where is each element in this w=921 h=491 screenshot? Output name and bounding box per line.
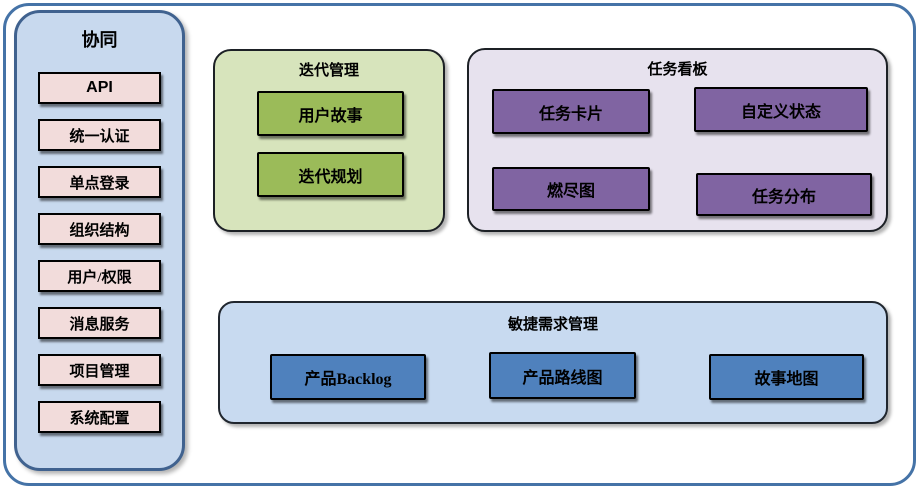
- iteration-management-panel: 迭代管理 用户故事 迭代规划: [213, 49, 445, 232]
- box-burndown-chart: 燃尽图: [492, 167, 650, 211]
- agile-requirements-panel: 敏捷需求管理 产品Backlog 产品路线图 故事地图: [218, 301, 888, 424]
- collaboration-panel-title: 协同: [81, 30, 118, 50]
- box-product-roadmap: 产品路线图: [489, 352, 636, 399]
- box-product-backlog: 产品Backlog: [270, 354, 426, 400]
- sidebar-item-message-service: 消息服务: [38, 307, 161, 339]
- collaboration-panel: 协同 API 统一认证 单点登录 组织结构 用户/权限 消息服务 项目管理 系统…: [14, 10, 185, 471]
- iteration-management-title: 迭代管理: [298, 62, 359, 79]
- sidebar-item-api: API: [38, 72, 161, 104]
- sidebar-item-user-permissions: 用户/权限: [38, 260, 161, 292]
- sidebar-item-unified-auth: 统一认证: [38, 119, 161, 151]
- box-story-map: 故事地图: [709, 354, 864, 400]
- task-board-title: 任务看板: [647, 61, 708, 78]
- sidebar-item-org-structure: 组织结构: [38, 213, 161, 245]
- box-task-card: 任务卡片: [492, 89, 650, 134]
- box-custom-status: 自定义状态: [694, 87, 868, 132]
- task-board-panel: 任务看板 任务卡片 自定义状态 燃尽图 任务分布: [467, 48, 888, 232]
- sidebar-item-project-management: 项目管理: [38, 354, 161, 386]
- sidebar-item-system-config: 系统配置: [38, 401, 161, 433]
- box-iteration-planning: 迭代规划: [257, 152, 404, 197]
- collaboration-item-list: API 统一认证 单点登录 组织结构 用户/权限 消息服务 项目管理 系统配置: [17, 72, 182, 433]
- box-task-distribution: 任务分布: [696, 173, 872, 216]
- box-user-story: 用户故事: [257, 91, 404, 136]
- sidebar-item-sso: 单点登录: [38, 166, 161, 198]
- agile-requirements-title: 敏捷需求管理: [507, 316, 598, 333]
